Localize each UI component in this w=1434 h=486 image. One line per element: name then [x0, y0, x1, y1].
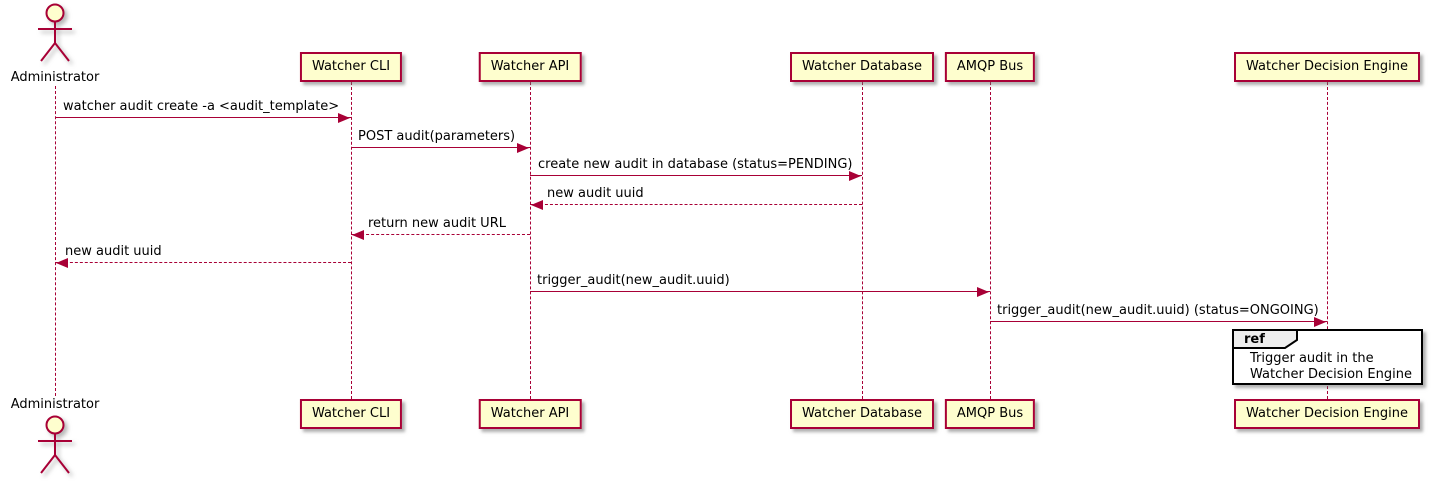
message-4-label: new audit uuid: [547, 186, 644, 201]
message-1-label: watcher audit create -a <audit_template>: [63, 99, 340, 114]
actor-label-top: Administrator: [10, 70, 100, 85]
actor-administrator-icon: [38, 3, 72, 62]
participant-watcher-database-bottom: Watcher Database: [790, 399, 934, 429]
participant-amqp-bus-bottom: AMQP Bus: [944, 399, 1036, 429]
participant-watcher-decision-engine-bottom: Watcher Decision Engine: [1234, 399, 1420, 429]
message-2-label: POST audit(parameters): [358, 129, 516, 144]
message-6-arrowhead-icon: [56, 258, 68, 268]
lifeline-amqp-bus: [990, 82, 991, 399]
message-7-label: trigger_audit(new_audit.uuid): [537, 273, 730, 288]
participant-watcher-database-top: Watcher Database: [790, 52, 934, 82]
message-5-arrowhead-icon: [352, 230, 364, 240]
message-3-line: [530, 175, 862, 176]
lifeline-watcher-api: [530, 82, 531, 399]
ref-keyword: ref: [1244, 332, 1265, 347]
message-5-line: [351, 234, 530, 235]
lifeline-administrator: [55, 86, 56, 396]
message-5-label: return new audit URL: [368, 216, 506, 231]
message-3-arrowhead-icon: [849, 171, 861, 181]
message-8-label: trigger_audit(new_audit.uuid) (status=ON…: [997, 303, 1319, 318]
ref-tab-icon: [1232, 329, 1298, 349]
message-4-arrowhead-icon: [531, 200, 543, 210]
ref-text-line-1: Trigger audit in the: [1250, 351, 1374, 366]
lifeline-watcher-decision-engine: [1327, 82, 1328, 399]
lifeline-watcher-cli: [351, 82, 352, 399]
message-1-arrowhead-icon: [338, 113, 350, 123]
ref-text-line-2: Watcher Decision Engine: [1250, 367, 1412, 382]
ref-text: Trigger audit in the Watcher Decision En…: [1250, 351, 1412, 383]
actor-administrator-icon-bottom: [38, 415, 72, 474]
participant-amqp-bus-top: AMQP Bus: [944, 52, 1036, 82]
participant-watcher-cli-bottom: Watcher CLI: [299, 399, 403, 429]
message-2-arrowhead-icon: [517, 143, 529, 153]
message-3-label: create new audit in database (status=PEN…: [538, 157, 853, 172]
participant-watcher-api-bottom: Watcher API: [478, 399, 582, 429]
message-4-line: [530, 204, 862, 205]
actor-label-bottom: Administrator: [10, 397, 100, 412]
ref-fragment: ref Trigger audit in the Watcher Decisio…: [1232, 329, 1423, 385]
message-7-arrowhead-icon: [977, 287, 989, 297]
message-2-line: [351, 147, 530, 148]
lifeline-watcher-database: [862, 82, 863, 399]
participant-watcher-decision-engine-top: Watcher Decision Engine: [1234, 52, 1420, 82]
message-8-line: [990, 321, 1327, 322]
participant-watcher-cli-top: Watcher CLI: [299, 52, 403, 82]
message-6-label: new audit uuid: [65, 244, 162, 259]
participant-watcher-api-top: Watcher API: [478, 52, 582, 82]
message-7-line: [530, 291, 990, 292]
message-8-arrowhead-icon: [1314, 317, 1326, 327]
message-1-line: [55, 117, 351, 118]
message-6-line: [55, 262, 351, 263]
